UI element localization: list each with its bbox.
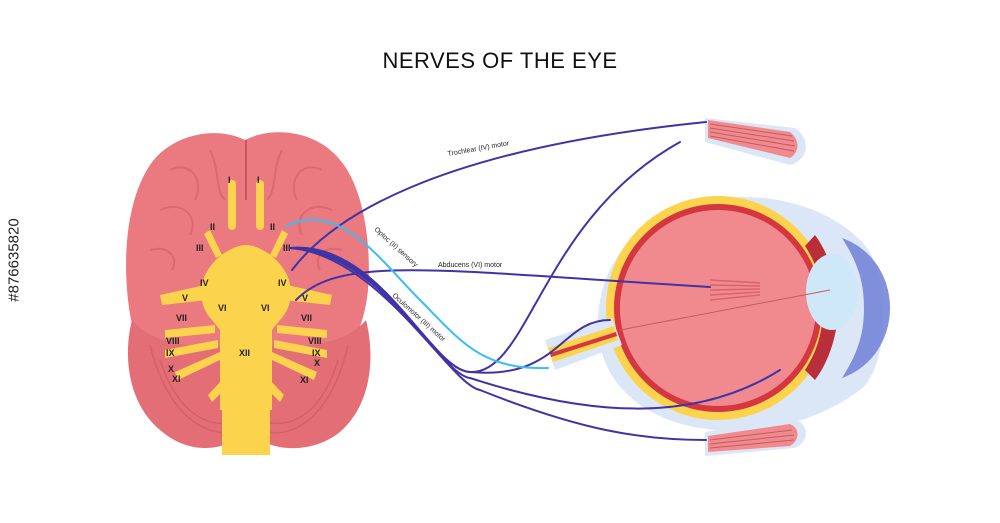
label-cn-IV-left: IV: [200, 278, 209, 288]
eye-muscle-bottom: [705, 418, 806, 456]
path-oculomotor-4: [289, 247, 707, 441]
label-abducens: Abducens (VI) motor: [438, 262, 503, 269]
brain: [126, 132, 371, 455]
label-cn-XI-right: XI: [300, 375, 309, 385]
eye-optic-nerve: [545, 318, 622, 370]
label-cn-IV-right: IV: [278, 278, 287, 288]
label-cn-VII-left: VII: [176, 313, 187, 323]
eye-cornea: [842, 238, 890, 378]
label-cn-VI-right: VI: [261, 303, 270, 313]
label-cn-VIII-left: VIII: [166, 336, 180, 346]
label-cn-IX-left: IX: [166, 348, 175, 358]
label-cn-I-right: I: [257, 175, 260, 185]
label-cn-X-left: X: [168, 364, 174, 374]
cranial-labels-right: I II III IV V VI VII VIII IX X XI: [257, 175, 322, 385]
label-cn-II-left: II: [210, 222, 215, 232]
nerve-paths: [285, 121, 781, 441]
label-cn-V-right: V: [302, 293, 308, 303]
label-cn-VIII-right: VIII: [308, 336, 322, 346]
cranial-nerves: [160, 180, 332, 455]
eye-lens: [806, 254, 858, 330]
path-optic: [285, 218, 549, 370]
eye-muscle-top: [705, 118, 806, 165]
eye-vitreous: [620, 210, 816, 406]
path-oculomotor-3: [289, 247, 781, 410]
cranial-labels-left: I II III IV V VI VII VIII IX X XI XII: [166, 175, 250, 384]
eye: [545, 118, 890, 456]
label-cn-X-right: X: [314, 358, 320, 368]
label-cn-V-left: V: [182, 293, 188, 303]
label-cn-III-right: III: [283, 243, 291, 253]
diagram-title: NERVES OF THE EYE: [382, 48, 618, 73]
label-cn-III-left: III: [196, 243, 204, 253]
label-cn-VI-left: VI: [218, 303, 227, 313]
label-cn-XII: XII: [239, 348, 250, 358]
label-optic: Optoc (II) sensory: [373, 226, 419, 269]
label-cn-II-right: II: [270, 222, 275, 232]
label-cn-I-left: I: [228, 175, 231, 185]
label-cn-VII-right: VII: [301, 313, 312, 323]
label-cn-IX-right: IX: [312, 348, 321, 358]
label-cn-XI-left: XI: [172, 374, 181, 384]
path-abducens: [295, 269, 711, 301]
label-trochlear: Trochlear (IV) motor: [447, 140, 510, 158]
